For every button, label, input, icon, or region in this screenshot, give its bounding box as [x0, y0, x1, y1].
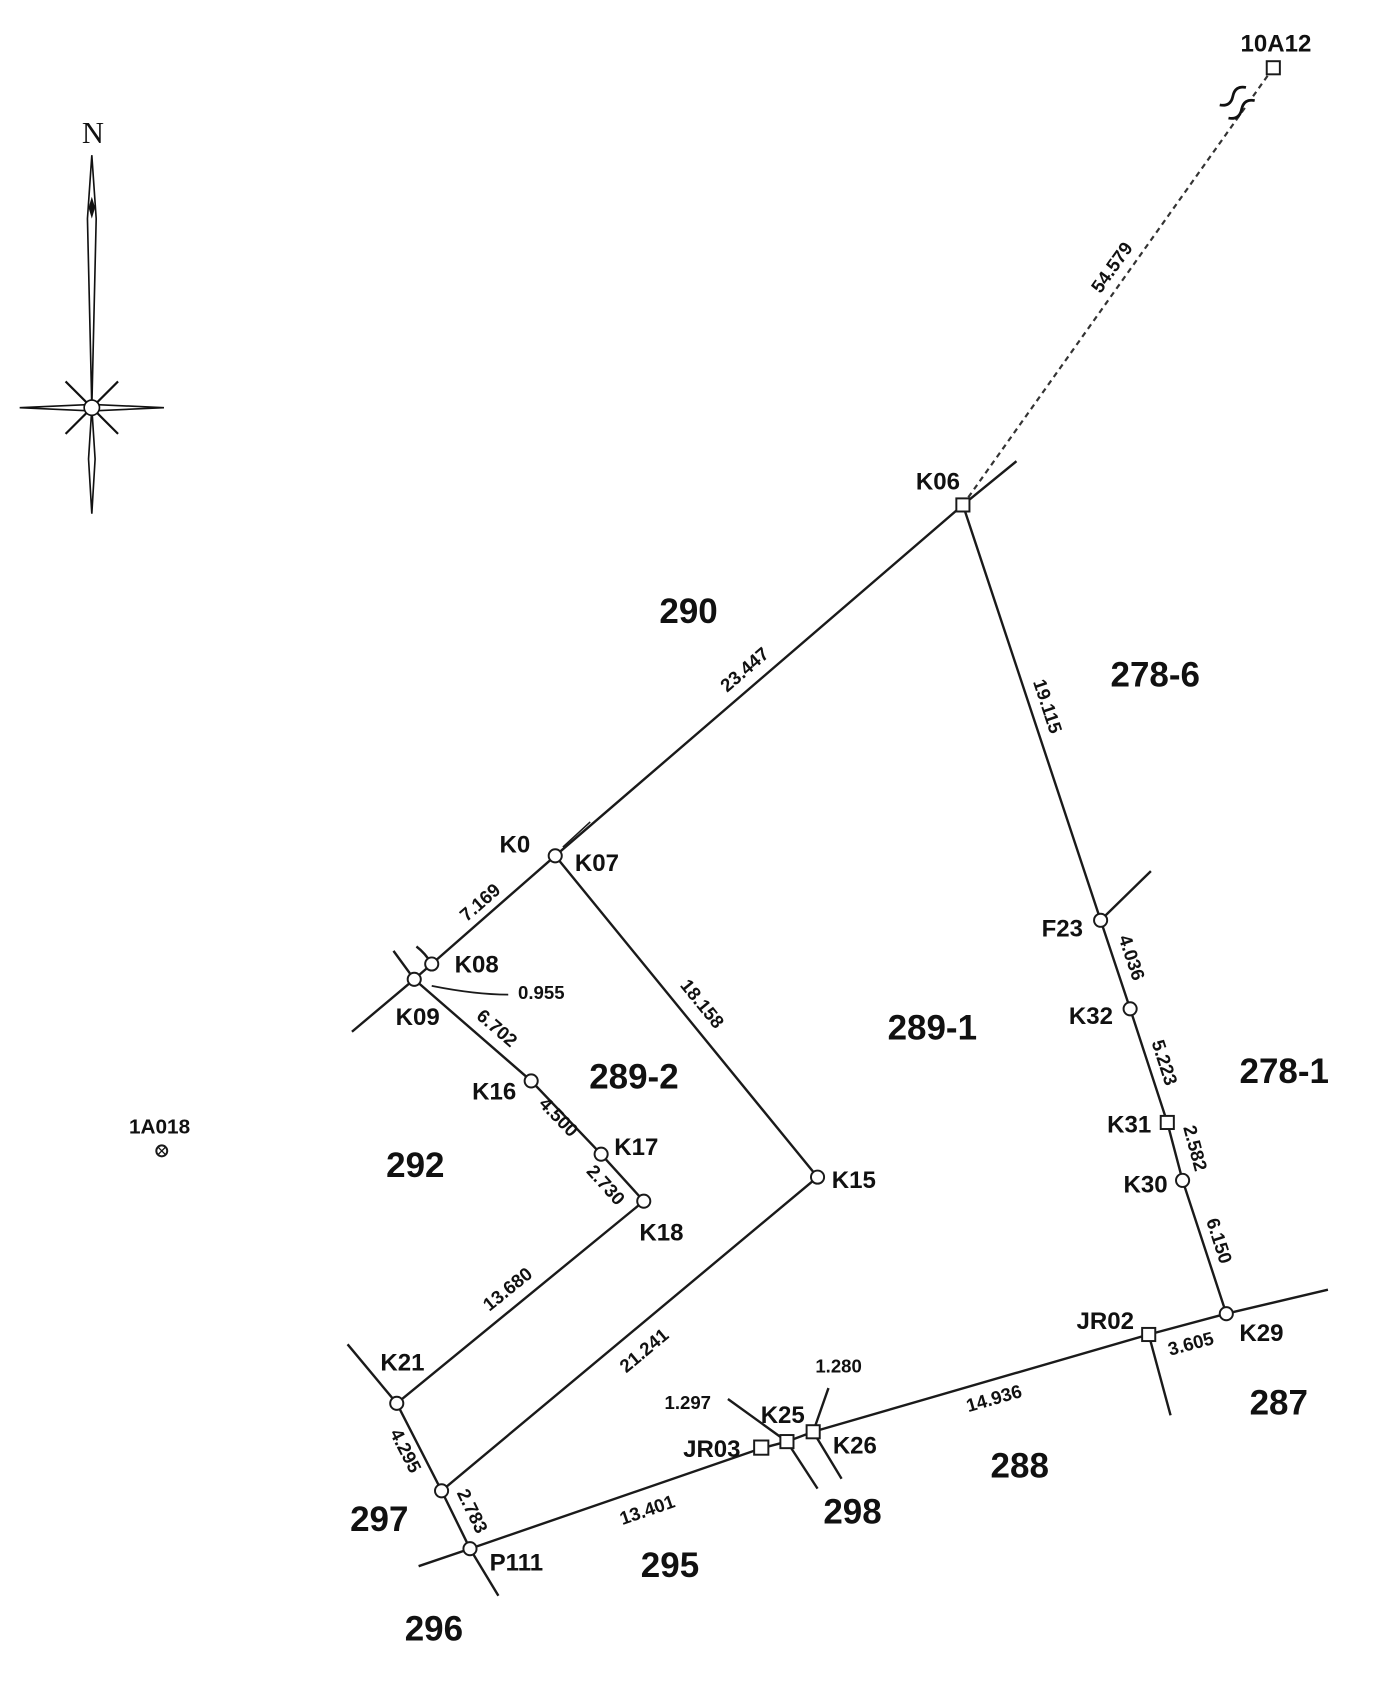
parcel-label: 289-2	[589, 1058, 678, 1097]
point-label-K29: K29	[1239, 1320, 1283, 1347]
point-label-K25: K25	[761, 1402, 805, 1429]
point-label-JR02: JR02	[1077, 1308, 1134, 1335]
distance-label: 0.955	[518, 982, 565, 1003]
distance-label: 19.115	[1029, 676, 1066, 736]
break-symbol-icon	[1219, 85, 1255, 120]
point-label-1A018: 1A018	[129, 1115, 190, 1138]
point-label-P111: P111	[490, 1550, 543, 1577]
point-label-K30: K30	[1124, 1171, 1168, 1198]
distance-label: 2.783	[453, 1485, 492, 1536]
distance-label: 4.500	[535, 1093, 582, 1141]
distance-label: 23.447	[716, 643, 773, 696]
parcel-labels: 290 278-6 289-1 289-2 278-1 292 297 298 …	[350, 592, 1329, 1649]
survey-points	[155, 60, 1281, 1557]
point-label-K31: K31	[1107, 1111, 1151, 1138]
distance-label: 2.582	[1179, 1123, 1211, 1173]
parcel-label: 292	[386, 1146, 444, 1185]
parcel-label: 296	[405, 1610, 463, 1649]
distance-label: 1.297	[665, 1392, 712, 1413]
point-label-K18: K18	[639, 1219, 683, 1246]
point-label-K0-partial: K0	[499, 831, 530, 858]
north-arrow-compass-icon: N	[19, 116, 164, 514]
distance-label: 6.702	[473, 1005, 522, 1051]
distance-label: 18.158	[676, 975, 728, 1032]
distance-label: 21.241	[615, 1324, 672, 1377]
distance-label: 13.401	[617, 1491, 678, 1529]
distance-label: 54.579	[1087, 238, 1137, 296]
distance-label: 7.169	[455, 879, 504, 925]
distance-labels: 54.579 23.447 19.115 7.169 0.955 6.702 4…	[386, 238, 1237, 1536]
parcel-label: 297	[350, 1500, 408, 1539]
parcel-label: 289-1	[888, 1008, 977, 1047]
parcel-label: 288	[991, 1447, 1049, 1486]
point-label-K06: K06	[916, 469, 960, 496]
north-label: N	[82, 116, 104, 150]
distance-label: 1.280	[815, 1356, 862, 1377]
parcel-label: 278-6	[1111, 655, 1200, 694]
point-label-K21: K21	[380, 1350, 424, 1377]
distance-label: 3.605	[1166, 1327, 1216, 1359]
point-label-JR03: JR03	[683, 1436, 740, 1463]
parcel-label: 295	[641, 1546, 699, 1585]
parcel-label: 287	[1250, 1383, 1308, 1422]
point-label-K26: K26	[833, 1433, 877, 1460]
point-label-K08: K08	[455, 952, 499, 979]
point-label-K32: K32	[1069, 1003, 1113, 1030]
distance-label: 2.730	[583, 1160, 630, 1209]
parcel-label: 290	[659, 592, 717, 631]
point-label-10A12: 10A12	[1241, 30, 1312, 57]
distance-label: 13.680	[479, 1263, 536, 1315]
parcel-label: 278-1	[1240, 1052, 1329, 1091]
point-label-K15: K15	[832, 1167, 876, 1194]
parcel-label: 298	[823, 1493, 881, 1532]
point-label-K16: K16	[472, 1079, 516, 1106]
point-label-K09: K09	[396, 1004, 440, 1031]
point-label-K07: K07	[575, 850, 619, 877]
point-label-F23: F23	[1042, 916, 1083, 943]
point-label-K17: K17	[614, 1134, 658, 1161]
point-labels: 10A12 K06 K07 K0 K08 K09 K16 K17 K18 K15…	[129, 30, 1311, 1576]
